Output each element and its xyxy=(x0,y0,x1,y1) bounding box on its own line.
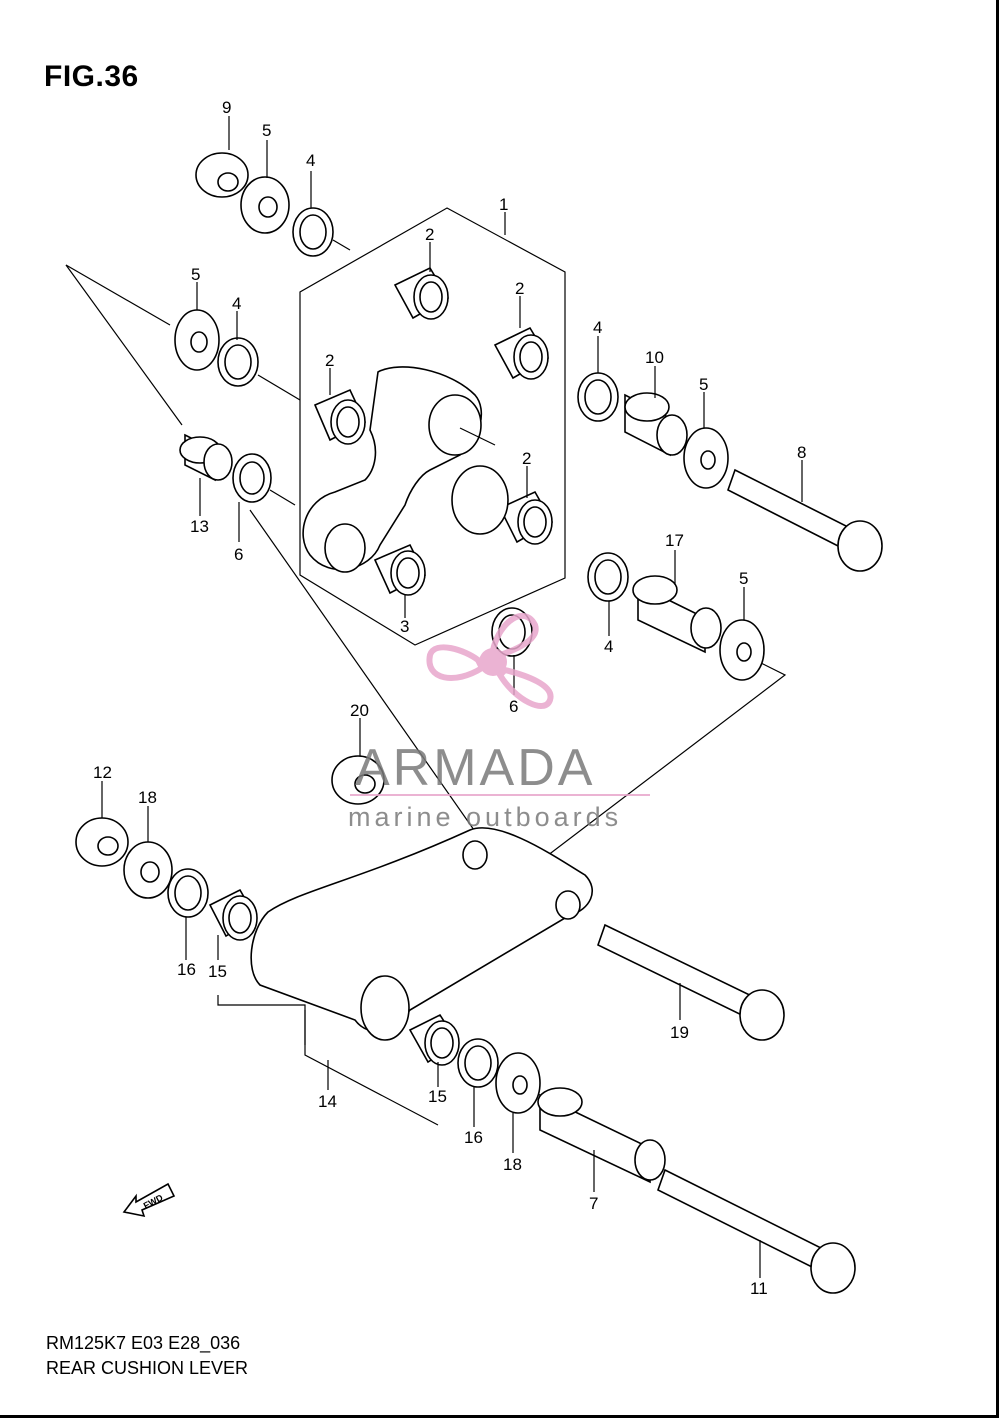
washer-5-top xyxy=(240,176,290,234)
bearing-3 xyxy=(373,543,427,596)
bolt-19 xyxy=(597,923,785,1041)
seal-4-right-upper xyxy=(577,372,619,422)
bearing-15-right xyxy=(408,1013,460,1066)
callout-2: 2 xyxy=(515,279,524,298)
callout-9: 9 xyxy=(222,98,231,117)
callout-12: 12 xyxy=(93,763,112,782)
washer-5-right-lower xyxy=(719,619,765,681)
propeller-logo-icon xyxy=(426,612,554,709)
callout-14: 14 xyxy=(318,1092,337,1111)
seal-4-top xyxy=(292,207,334,257)
callout-18: 18 xyxy=(503,1155,522,1174)
callout-6: 6 xyxy=(509,697,518,716)
callout-4: 4 xyxy=(593,318,602,337)
callout-20: 20 xyxy=(350,701,369,720)
seal-4-left xyxy=(217,337,259,387)
callout-5: 5 xyxy=(699,375,708,394)
callout-15: 15 xyxy=(208,962,227,981)
bearing-2-c xyxy=(313,388,367,445)
callout-4: 4 xyxy=(306,151,315,170)
washer-5-left xyxy=(174,309,220,371)
callout-17: 17 xyxy=(665,531,684,550)
bearing-2-d xyxy=(498,490,554,545)
callout-6: 6 xyxy=(234,545,243,564)
cushion-rod-group-outline xyxy=(299,207,566,646)
callout-15: 15 xyxy=(428,1087,447,1106)
callout-5: 5 xyxy=(191,265,200,284)
watermark-brand: ARMADA xyxy=(355,739,595,797)
seal-4-right-lower xyxy=(587,552,629,602)
callout-7: 7 xyxy=(589,1194,598,1213)
seal-6-left xyxy=(232,453,272,503)
nut-20 xyxy=(331,755,385,805)
lower-group-bracket xyxy=(217,995,439,1126)
callout-5: 5 xyxy=(739,569,748,588)
bearing-15-left xyxy=(208,888,258,941)
seal-16-left xyxy=(167,868,209,918)
bearing-2-b xyxy=(493,326,550,380)
washer-18-left xyxy=(123,841,173,899)
callout-2: 2 xyxy=(522,449,531,468)
bolt-11 xyxy=(657,1168,856,1294)
callout-11: 11 xyxy=(750,1279,768,1298)
callout-1: 1 xyxy=(499,195,508,214)
callout-2: 2 xyxy=(325,351,334,370)
callout-4: 4 xyxy=(232,294,241,313)
flange-nut-9 xyxy=(195,152,249,198)
callout-18: 18 xyxy=(138,788,157,807)
spacer-13 xyxy=(179,433,233,482)
bearing-2-a xyxy=(393,266,450,320)
callout-16: 16 xyxy=(464,1128,483,1147)
figure-title: FIG.36 xyxy=(44,60,139,93)
fwd-arrow: FWD xyxy=(122,1178,178,1223)
washer-18-right xyxy=(495,1052,541,1114)
callout-3: 3 xyxy=(400,617,409,636)
armada-watermark: ARMADA marine outboards xyxy=(348,612,650,832)
figure-name: REAR CUSHION LEVER xyxy=(46,1358,249,1378)
cushion-rod-1 xyxy=(302,366,509,573)
bolt-8 xyxy=(727,468,883,572)
callout-2: 2 xyxy=(425,225,434,244)
spacer-17 xyxy=(632,575,722,654)
callout-10: 10 xyxy=(645,348,664,367)
callout-4: 4 xyxy=(604,637,613,656)
cushion-lever-14 xyxy=(250,827,594,1041)
callout-16: 16 xyxy=(177,960,196,979)
callout-5: 5 xyxy=(262,121,271,140)
fwd-arrow-icon: FWD xyxy=(122,1182,176,1218)
watermark-tagline: marine outboards xyxy=(348,802,622,832)
callout-13: 13 xyxy=(190,517,209,536)
washer-5-right-upper xyxy=(683,427,729,489)
spacer-7 xyxy=(537,1087,666,1184)
callout-8: 8 xyxy=(797,443,806,462)
callout-19: 19 xyxy=(670,1023,689,1042)
spacer-10 xyxy=(624,392,688,457)
seal-16-right xyxy=(457,1038,499,1088)
model-code: RM125K7 E03 E28_036 xyxy=(46,1333,241,1353)
